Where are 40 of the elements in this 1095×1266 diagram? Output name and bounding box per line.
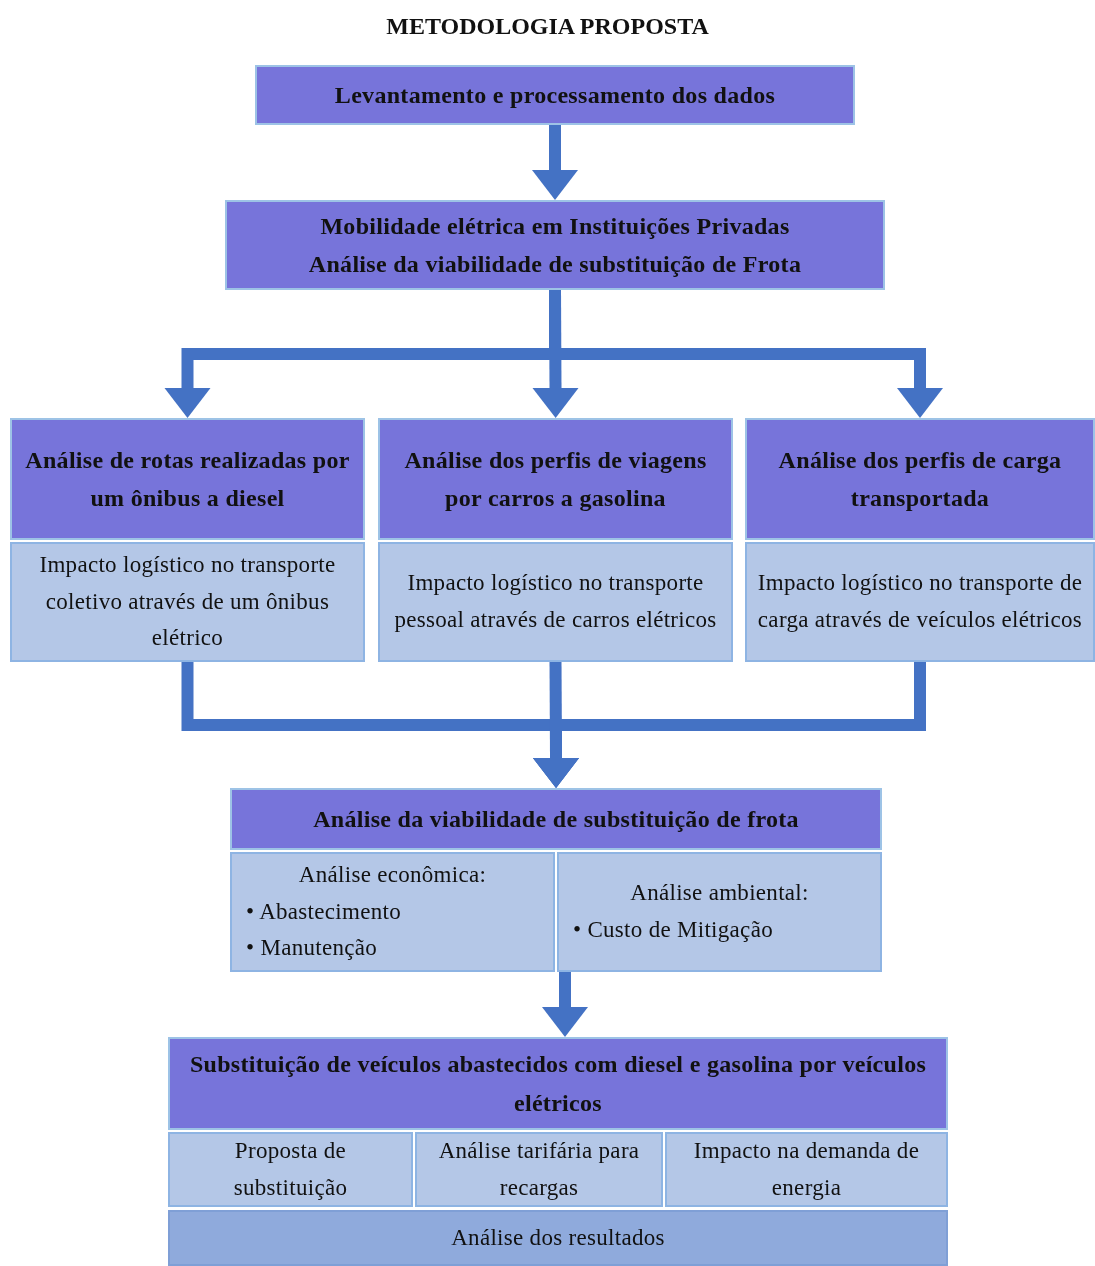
box-text: Impacto logístico no transporte coletivo através de um ônibus elétrico [38,550,337,653]
info-box [557,852,882,972]
box-text: Levantamento e processamento dos dados [334,80,776,110]
box-text: Análise ambiental: [630,879,809,908]
bullet-item: • Manutenção [246,934,378,963]
box-text: Impacto na demanda de energia [692,1136,921,1202]
box-text: Substituição de veículos abastecidos com diesel e gasolina por veículos elétricos [188,1050,928,1118]
box-text: Análise dos perfis de viagens por carros a gasolina [403,445,708,513]
info-box [168,1210,948,1266]
diagram-title: METODOLOGIA PROPOSTA [385,12,710,41]
info-box [378,542,733,662]
process-box [225,200,885,290]
info-box [415,1132,663,1207]
info-box [230,852,555,972]
box-text: Proposta de substituição [232,1136,349,1202]
arrow [533,660,926,788]
box-text: Análise dos resultados [451,1223,665,1252]
process-box [378,418,733,540]
info-box [745,542,1095,662]
bullet-item: • Abastecimento [246,897,401,926]
box-text: Análise dos perfis de carga transportada [777,445,1063,513]
process-box [255,65,855,125]
process-box [230,788,882,850]
process-box [745,418,1095,540]
info-box [10,542,365,662]
box-text: Análise tarifária para recargas [437,1136,641,1202]
box-text: Mobilidade elétrica em Instituições Privadas [320,211,790,241]
box-text: Análise econômica: [298,860,487,889]
box-text: Análise da viabilidade de substituição de frota [313,804,799,834]
process-box [10,418,365,540]
arrow [532,123,578,200]
bullet-item: • Custo de Mitigação [573,916,773,944]
box-text: Análise de rotas realizadas por um ônibus a diesel [24,445,351,513]
info-box [168,1132,413,1207]
arrow [542,970,588,1037]
box-text: Impacto logístico no transporte pessoal através de carros elétricos [393,569,718,634]
info-box [665,1132,948,1207]
box-text: Impacto logístico no transporte de carga através de veículos elétricos [757,569,1083,634]
box-text: Análise da viabilidade de substituição de Frota [308,250,802,279]
process-box [168,1037,948,1130]
